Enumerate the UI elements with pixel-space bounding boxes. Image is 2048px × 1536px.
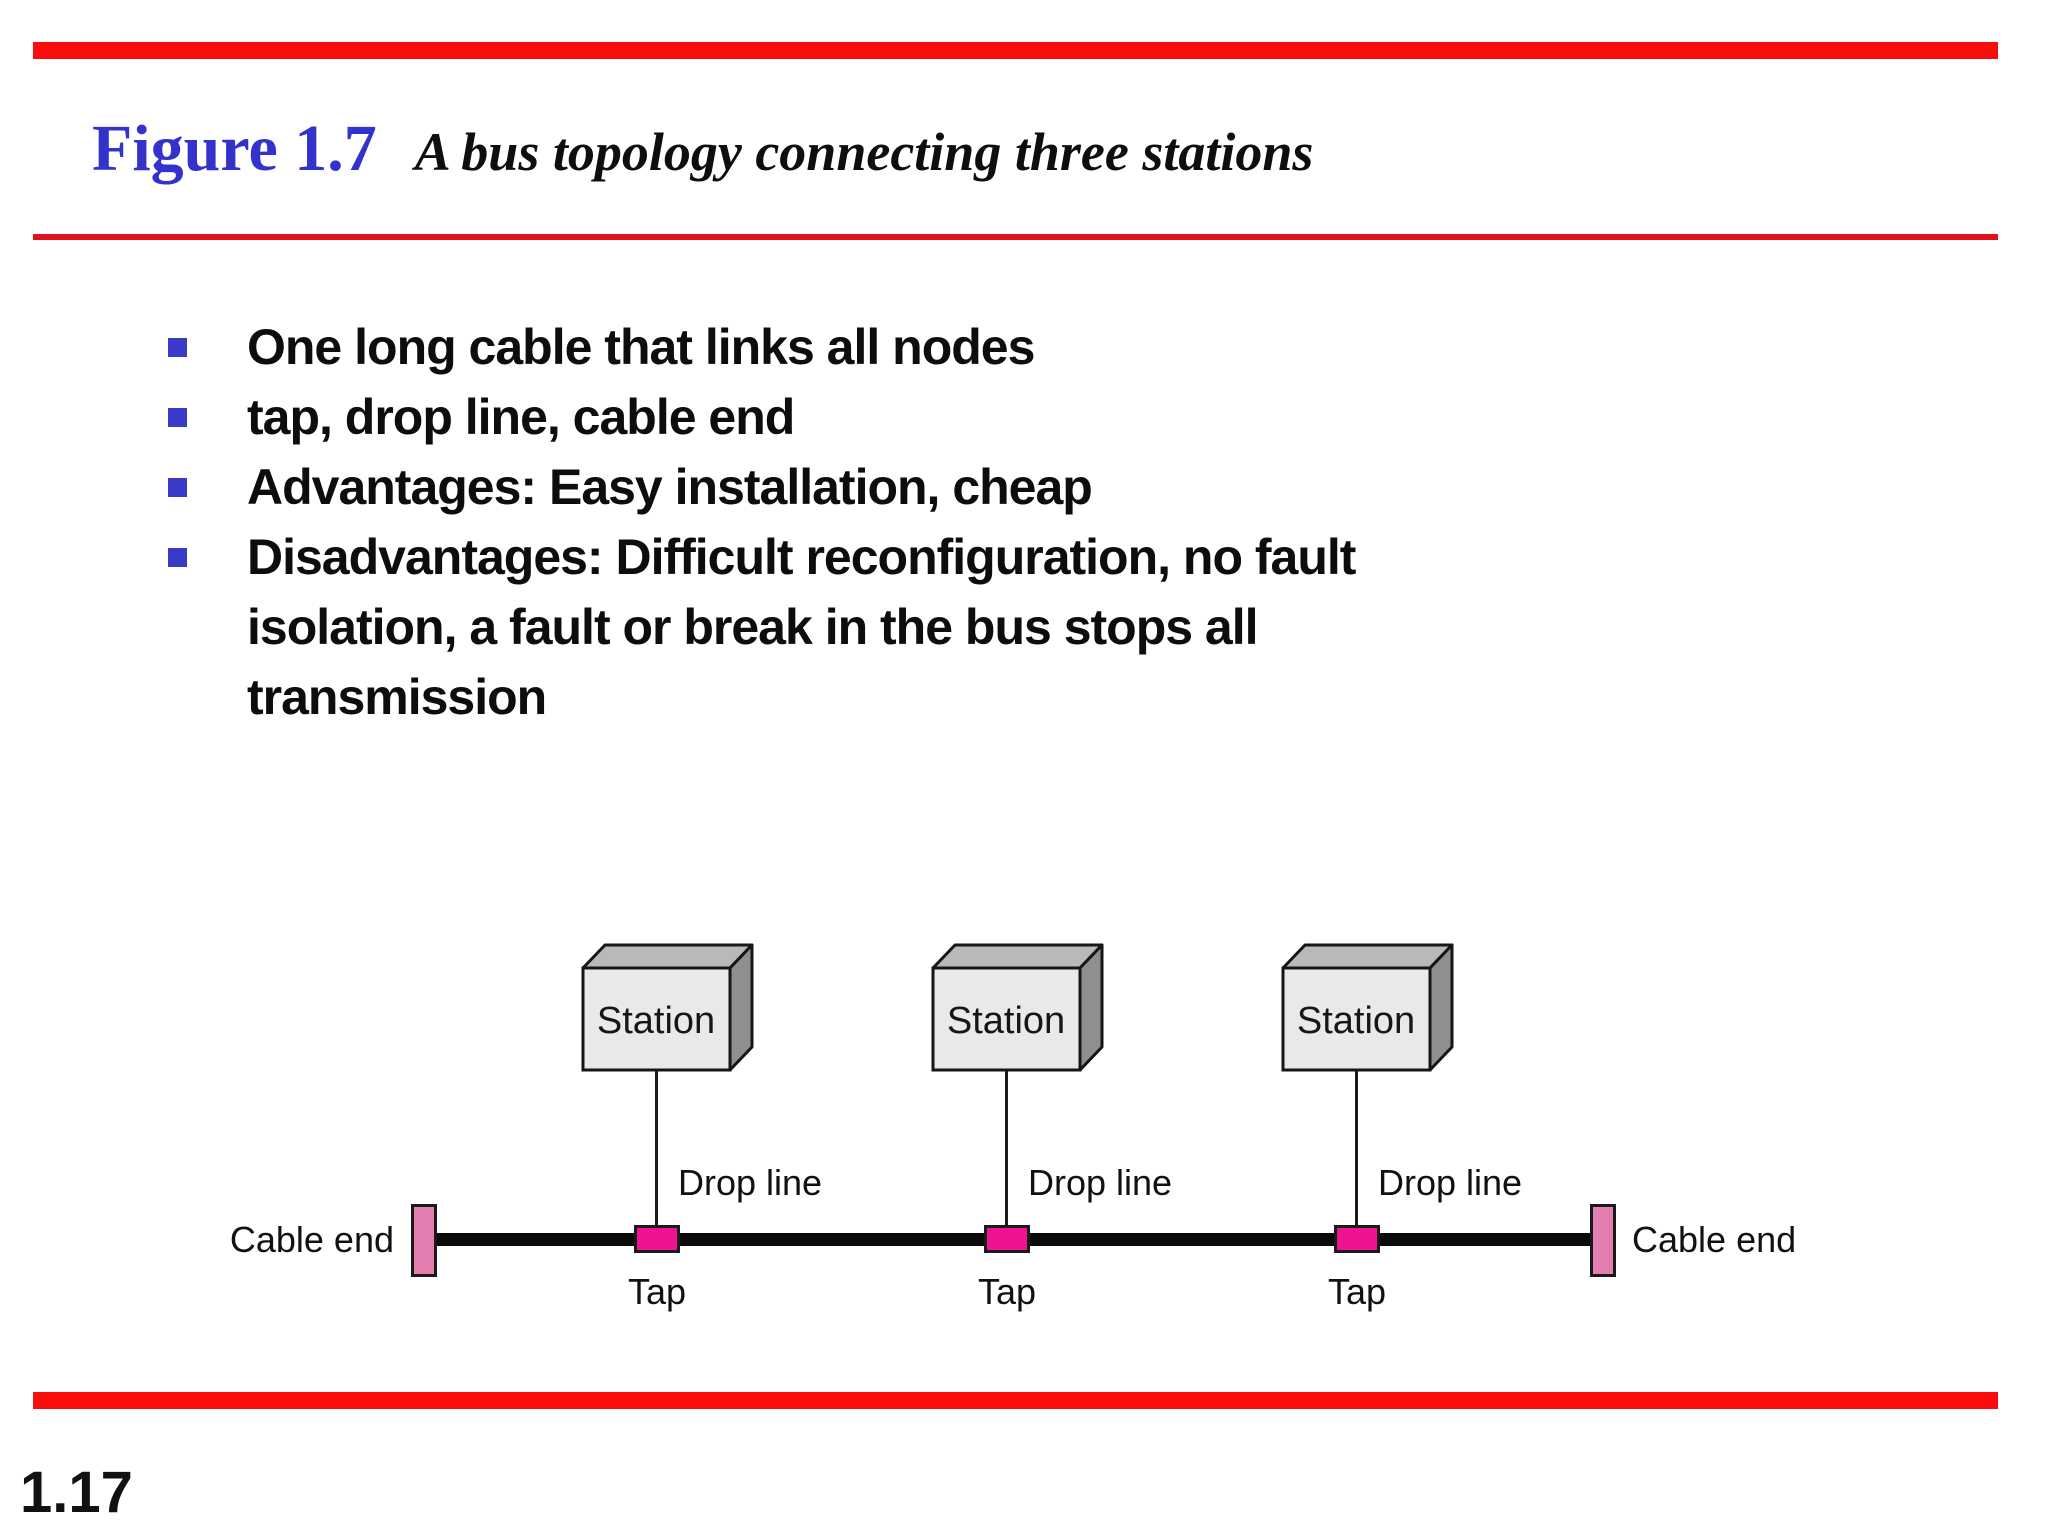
tap-label: Tap (627, 1271, 687, 1312)
drop-line-label: Drop line (678, 1162, 823, 1203)
bullet-marker (168, 478, 187, 497)
cable-end-label: Cable end (1632, 1219, 1797, 1260)
figure-label: Figure 1.7 (92, 112, 377, 185)
bullet-marker (168, 408, 187, 427)
bullet-marker (168, 548, 187, 567)
top-red-bar (33, 42, 1998, 59)
slide-title: Figure 1.7 A bus topology connecting thr… (92, 116, 1313, 182)
bullet-text: tap, drop line, cable end (247, 389, 795, 445)
bullet-item: Advantages: Easy installation, cheap (168, 452, 1728, 522)
drop-line (655, 1070, 658, 1228)
cable-end-terminator (411, 1204, 437, 1277)
tap-label: Tap (1327, 1271, 1387, 1312)
title-underline (33, 234, 1998, 240)
station-label: Station (597, 1000, 715, 1042)
station-3d-box: Station (581, 943, 754, 1072)
bullet-text: Disadvantages: Difficult reconfiguration… (247, 529, 1356, 725)
bullet-text: Advantages: Easy installation, cheap (247, 459, 1093, 515)
drop-line-label: Drop line (1028, 1162, 1173, 1203)
drop-line (1005, 1070, 1008, 1228)
bullet-item: tap, drop line, cable end (168, 382, 1728, 452)
tap-label: Tap (977, 1271, 1037, 1312)
station-label: Station (947, 1000, 1065, 1042)
bullet-list: One long cable that links all nodes tap,… (168, 312, 1728, 732)
cable-end-terminator (1590, 1204, 1616, 1277)
drop-line (1355, 1070, 1358, 1228)
station-3d-box: Station (931, 943, 1104, 1072)
station-label: Station (1297, 1000, 1415, 1042)
tap-connector (984, 1225, 1030, 1253)
drop-line-label: Drop line (1378, 1162, 1523, 1203)
cable-end-label: Cable end (229, 1219, 394, 1260)
tap-connector (1334, 1225, 1380, 1253)
bullet-item: Disadvantages: Difficult reconfiguration… (168, 522, 1728, 732)
page-number: 1.17 (20, 1460, 133, 1525)
tap-connector (634, 1225, 680, 1253)
bullet-marker (168, 338, 187, 357)
station-3d-box: Station (1281, 943, 1454, 1072)
figure-caption: A bus topology connecting three stations (414, 122, 1314, 182)
bullet-item: One long cable that links all nodes (168, 312, 1728, 382)
bullet-text: One long cable that links all nodes (247, 319, 1035, 375)
bottom-red-bar (33, 1392, 1998, 1409)
